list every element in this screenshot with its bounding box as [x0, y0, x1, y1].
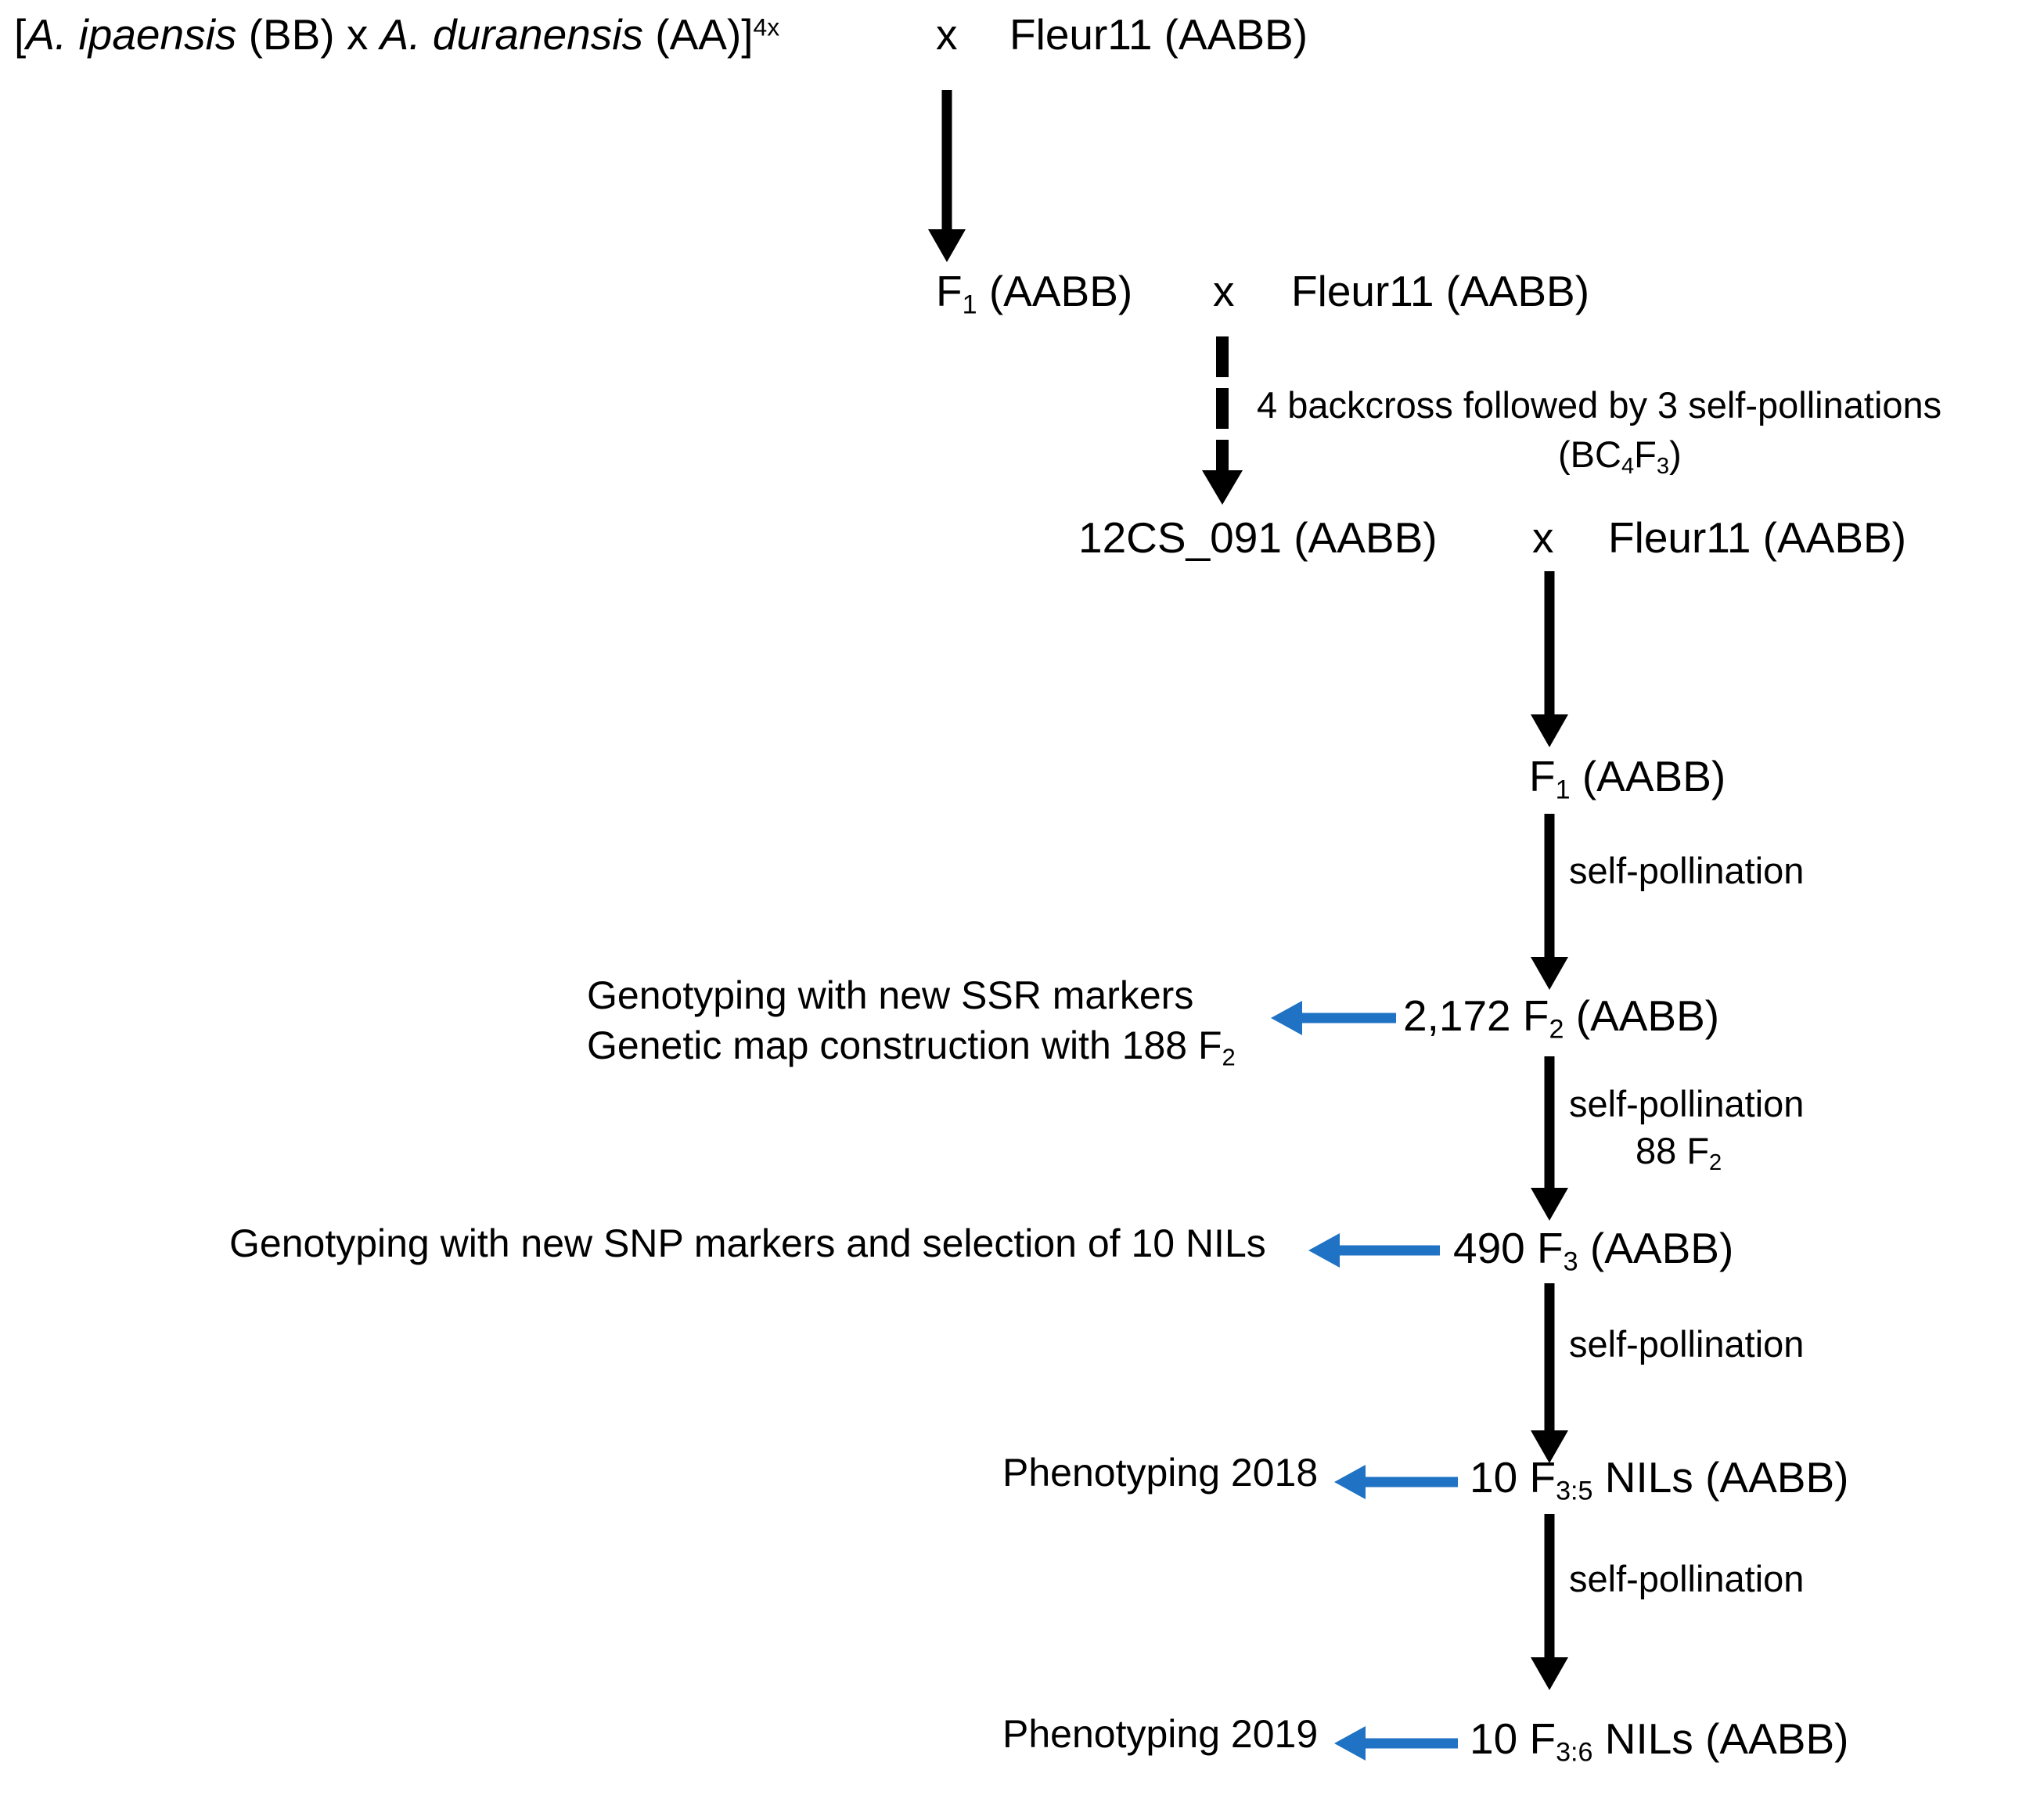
f1-second-subscript: 1 — [1555, 775, 1571, 805]
annotation-backcross-line1: 4 backcross followed by 3 self-pollinati… — [1257, 384, 1942, 426]
f3-genotype: (AABB) — [1578, 1224, 1734, 1272]
bc-line-parent-fleur11: Fleur11 (AABB) — [1608, 513, 1907, 562]
ssr-line2-prefix: Genetic map construction with 188 F — [587, 1023, 1222, 1067]
node-f2: 2,172 F2 (AABB) — [1403, 991, 1719, 1045]
annotation-self-pollination-3: self-pollination — [1569, 1323, 1805, 1365]
f35-count: 10 F — [1470, 1453, 1556, 1502]
node-12cs091: 12CS_091 (AABB) — [1078, 513, 1438, 562]
f1-first-operator: x — [1213, 267, 1235, 315]
species-ipaensis: A. ipaensis — [26, 10, 237, 59]
arrow-f3-to-f35 — [1530, 1283, 1569, 1463]
arrow-head — [1334, 1465, 1366, 1499]
f35-subscript: 3:5 — [1556, 1476, 1593, 1506]
f1-second-genotype: (AABB) — [1570, 752, 1726, 800]
output-snp-line: Genotyping with new SNP markers and sele… — [229, 1221, 1266, 1265]
f1-first-parent-fleur11: Fleur11 (AABB) — [1291, 267, 1590, 315]
arrow-head — [1202, 470, 1243, 505]
arrow-shaft — [1544, 1514, 1555, 1659]
node-f35-nils: 10 F3:5 NILs (AABB) — [1470, 1452, 1848, 1507]
ssr-line2-subscript: 2 — [1222, 1043, 1236, 1071]
arrow-shaft — [1544, 1056, 1555, 1188]
bc-line-operator: x — [1532, 513, 1554, 562]
dash-segment-3 — [1216, 440, 1229, 473]
arrow-head — [1531, 714, 1568, 747]
top-cross-operator: x — [936, 10, 958, 59]
arrow-shaft — [941, 90, 952, 231]
sp2-count-subscript: 2 — [1709, 1150, 1722, 1176]
annotation-self-pollination-1: self-pollination — [1569, 850, 1805, 891]
dash-segment-2 — [1216, 388, 1229, 429]
node-f3: 490 F3 (AABB) — [1453, 1223, 1733, 1278]
f1-first-subscript: 1 — [962, 290, 977, 320]
f3-subscript: 3 — [1563, 1246, 1578, 1277]
arrow-head — [1271, 1001, 1302, 1035]
top-cross-close: (AA)] — [642, 10, 754, 59]
arrow-shaft — [1364, 1738, 1458, 1749]
ploidy-superscript: 4x — [753, 13, 780, 41]
arrow-f35-to-phenotyping-2018 — [1334, 1465, 1458, 1499]
arrow-head — [1308, 1233, 1340, 1268]
arrow-shaft — [1544, 571, 1555, 716]
arrow-shaft — [1544, 1283, 1555, 1432]
output-ssr-line1: Genotyping with new SSR markers — [587, 973, 1194, 1017]
f36-genotype: NILs (AABB) — [1592, 1714, 1849, 1763]
f1-first-genotype: (AABB) — [977, 267, 1133, 315]
f36-count: 10 F — [1470, 1714, 1556, 1763]
top-cross-parent-fleur11: Fleur11 (AABB) — [1009, 10, 1308, 59]
bc-sub-4: 4 — [1621, 454, 1635, 480]
arrow-head — [1531, 1430, 1568, 1463]
f2-subscript: 2 — [1549, 1014, 1564, 1045]
bracket-open: [ — [14, 10, 27, 59]
sp2-count-prefix: 88 F — [1636, 1130, 1710, 1171]
f2-count: 2,172 F — [1403, 991, 1549, 1040]
arrow-head — [928, 229, 966, 262]
arrow-f1-to-f2 — [1530, 814, 1569, 990]
arrow-head — [1531, 1657, 1568, 1690]
arrow-head — [1531, 1188, 1568, 1221]
arrow-f36-to-phenotyping-2019 — [1334, 1726, 1458, 1761]
arrow-shaft — [1364, 1477, 1458, 1487]
arrow-top-to-f1 — [927, 90, 966, 262]
output-phenotyping-2019: Phenotyping 2019 — [1002, 1712, 1319, 1756]
annotation-self-pollination-2: self-pollination — [1569, 1083, 1805, 1124]
bc-suffix: ) — [1669, 433, 1682, 475]
arrow-shaft — [1338, 1245, 1440, 1256]
arrow-cross-to-f1-second — [1530, 571, 1569, 747]
f3-count: 490 F — [1453, 1224, 1564, 1272]
node-f36-nils: 10 F3:6 NILs (AABB) — [1470, 1714, 1848, 1768]
bc-prefix: (BC — [1558, 433, 1621, 475]
output-phenotyping-2018: Phenotyping 2018 — [1002, 1451, 1319, 1495]
annotation-self-pollination-4: self-pollination — [1569, 1558, 1805, 1599]
arrow-shaft — [1544, 814, 1555, 959]
node-f1-first: F1 (AABB) — [936, 266, 1132, 321]
f36-subscript: 3:6 — [1556, 1737, 1593, 1768]
f2-genotype: (AABB) — [1564, 991, 1720, 1040]
f1-second-label: F — [1529, 752, 1556, 800]
node-f1-second: F1 (AABB) — [1529, 751, 1726, 806]
arrow-head — [1334, 1726, 1366, 1761]
species-duranensis: A. duranensis — [380, 10, 643, 59]
arrow-f35-to-f36 — [1530, 1514, 1569, 1690]
node-top-cross: [A. ipaensis (BB) x A. duranensis (AA)]4… — [14, 9, 779, 60]
top-cross-mid: (BB) x — [236, 10, 380, 59]
dash-segment-1 — [1216, 336, 1229, 377]
annotation-88-f2: 88 F2 — [1636, 1129, 1722, 1177]
annotation-backcross-line2: (BC4F3) — [1558, 433, 1682, 480]
output-ssr-line2: Genetic map construction with 188 F2 — [587, 1023, 1236, 1072]
arrow-shaft — [1301, 1013, 1396, 1023]
arrow-f2-to-f3 — [1530, 1056, 1569, 1221]
arrow-f3-to-snp — [1308, 1233, 1440, 1268]
bc-f: F — [1634, 433, 1657, 475]
arrow-f2-to-ssr — [1271, 1001, 1396, 1035]
arrow-head — [1531, 957, 1568, 990]
arrow-backcross-dashed — [1201, 336, 1243, 505]
f1-first-label: F — [936, 267, 963, 315]
f35-genotype: NILs (AABB) — [1592, 1453, 1849, 1502]
bc-sub-3: 3 — [1656, 454, 1670, 480]
